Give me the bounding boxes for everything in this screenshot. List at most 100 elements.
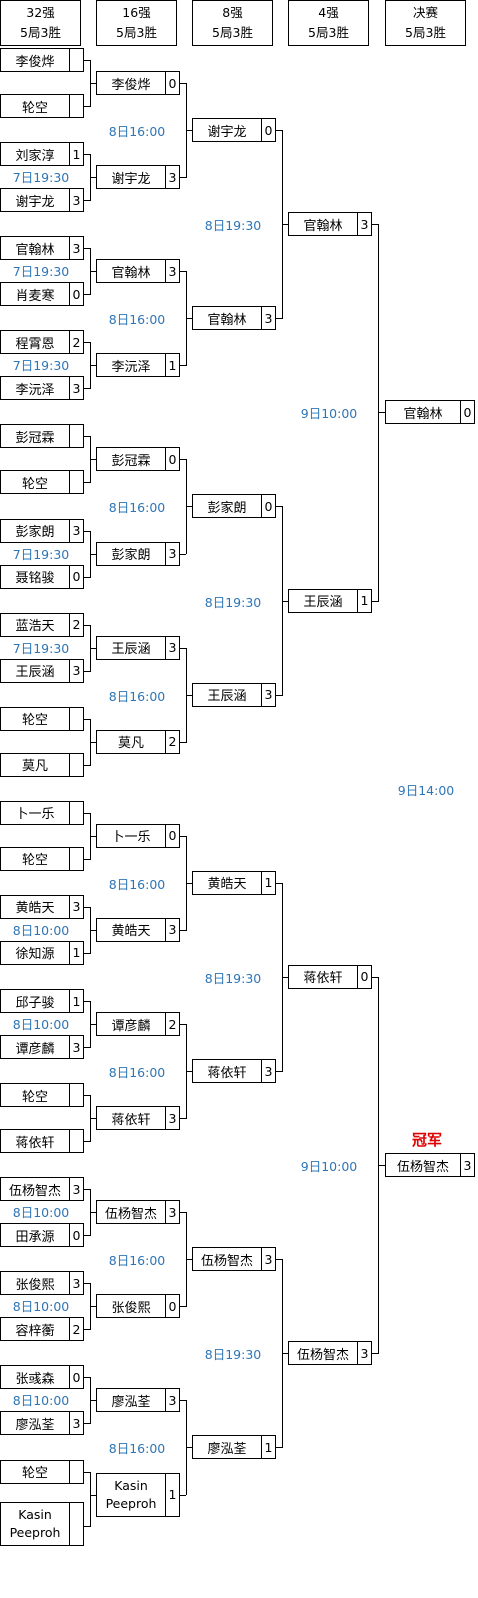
player-slot[interactable]: 莫凡	[0, 752, 84, 777]
connector	[90, 271, 96, 273]
player-slot[interactable]: 彭冠霖	[0, 424, 84, 449]
connector	[90, 647, 96, 649]
player-slot[interactable]: 轮空	[0, 94, 84, 118]
connector	[84, 60, 90, 61]
player-slot[interactable]: 官翰林 3	[288, 212, 372, 237]
player-score: 3	[69, 1036, 83, 1058]
connector	[180, 1400, 186, 1402]
player-name: 彭冠霖	[111, 453, 151, 469]
connector	[84, 1189, 90, 1191]
player-score	[69, 1502, 83, 1545]
player-name: 伍杨智杰	[296, 1347, 349, 1363]
player-slot[interactable]: 卜一乐	[0, 800, 84, 825]
player-score: 3	[165, 1389, 179, 1412]
match-time: 8日10:00	[12, 1393, 70, 1409]
player-slot[interactable]: Kasin Peeproh	[0, 1501, 84, 1546]
match-time: 8日19:30	[204, 1347, 262, 1363]
player-slot[interactable]: 轮空	[0, 470, 84, 495]
player-score	[69, 471, 83, 494]
player-slot[interactable]: 谭彦麟 2	[96, 1012, 180, 1036]
match-time: 9日14:00	[397, 782, 455, 798]
round-name: 16强	[122, 5, 151, 20]
player-score: 3	[261, 1060, 275, 1083]
connector	[186, 506, 192, 508]
player-score: 1	[261, 871, 275, 894]
player-name: 谭彦麟	[15, 1041, 55, 1057]
player-name: 轮空	[21, 853, 48, 869]
player-name: 李沅泽	[111, 359, 151, 375]
match-time: 7日19:30	[12, 640, 70, 656]
player-slot[interactable]: 蒋依轩	[0, 1129, 84, 1154]
match-time: 8日19:30	[204, 218, 262, 234]
player-name: 蒋依轩	[303, 971, 343, 987]
player-slot[interactable]: 轮空	[0, 706, 84, 731]
match-time: 7日19:30	[12, 264, 70, 280]
connector	[84, 200, 90, 202]
player-score	[69, 425, 83, 448]
player-slot[interactable]: 谭彦麟 3	[0, 1035, 84, 1059]
player-name: 谭彦麟	[111, 1018, 151, 1034]
connector	[180, 929, 186, 931]
player-slot[interactable]: 轮空	[0, 1083, 84, 1108]
player-score: 2	[165, 1013, 179, 1035]
player-name: 谢宇龙	[15, 194, 55, 210]
player-slot[interactable]: 轮空	[0, 846, 84, 871]
player-name: 官翰林	[303, 218, 343, 234]
player-slot[interactable]: 轮空	[0, 1459, 84, 1484]
connector	[84, 342, 90, 344]
connector	[282, 976, 288, 978]
connector	[84, 624, 90, 626]
player-slot[interactable]: 李俊烨	[0, 48, 84, 72]
round-name: 4强	[318, 5, 339, 20]
player-score: 3	[357, 213, 371, 236]
